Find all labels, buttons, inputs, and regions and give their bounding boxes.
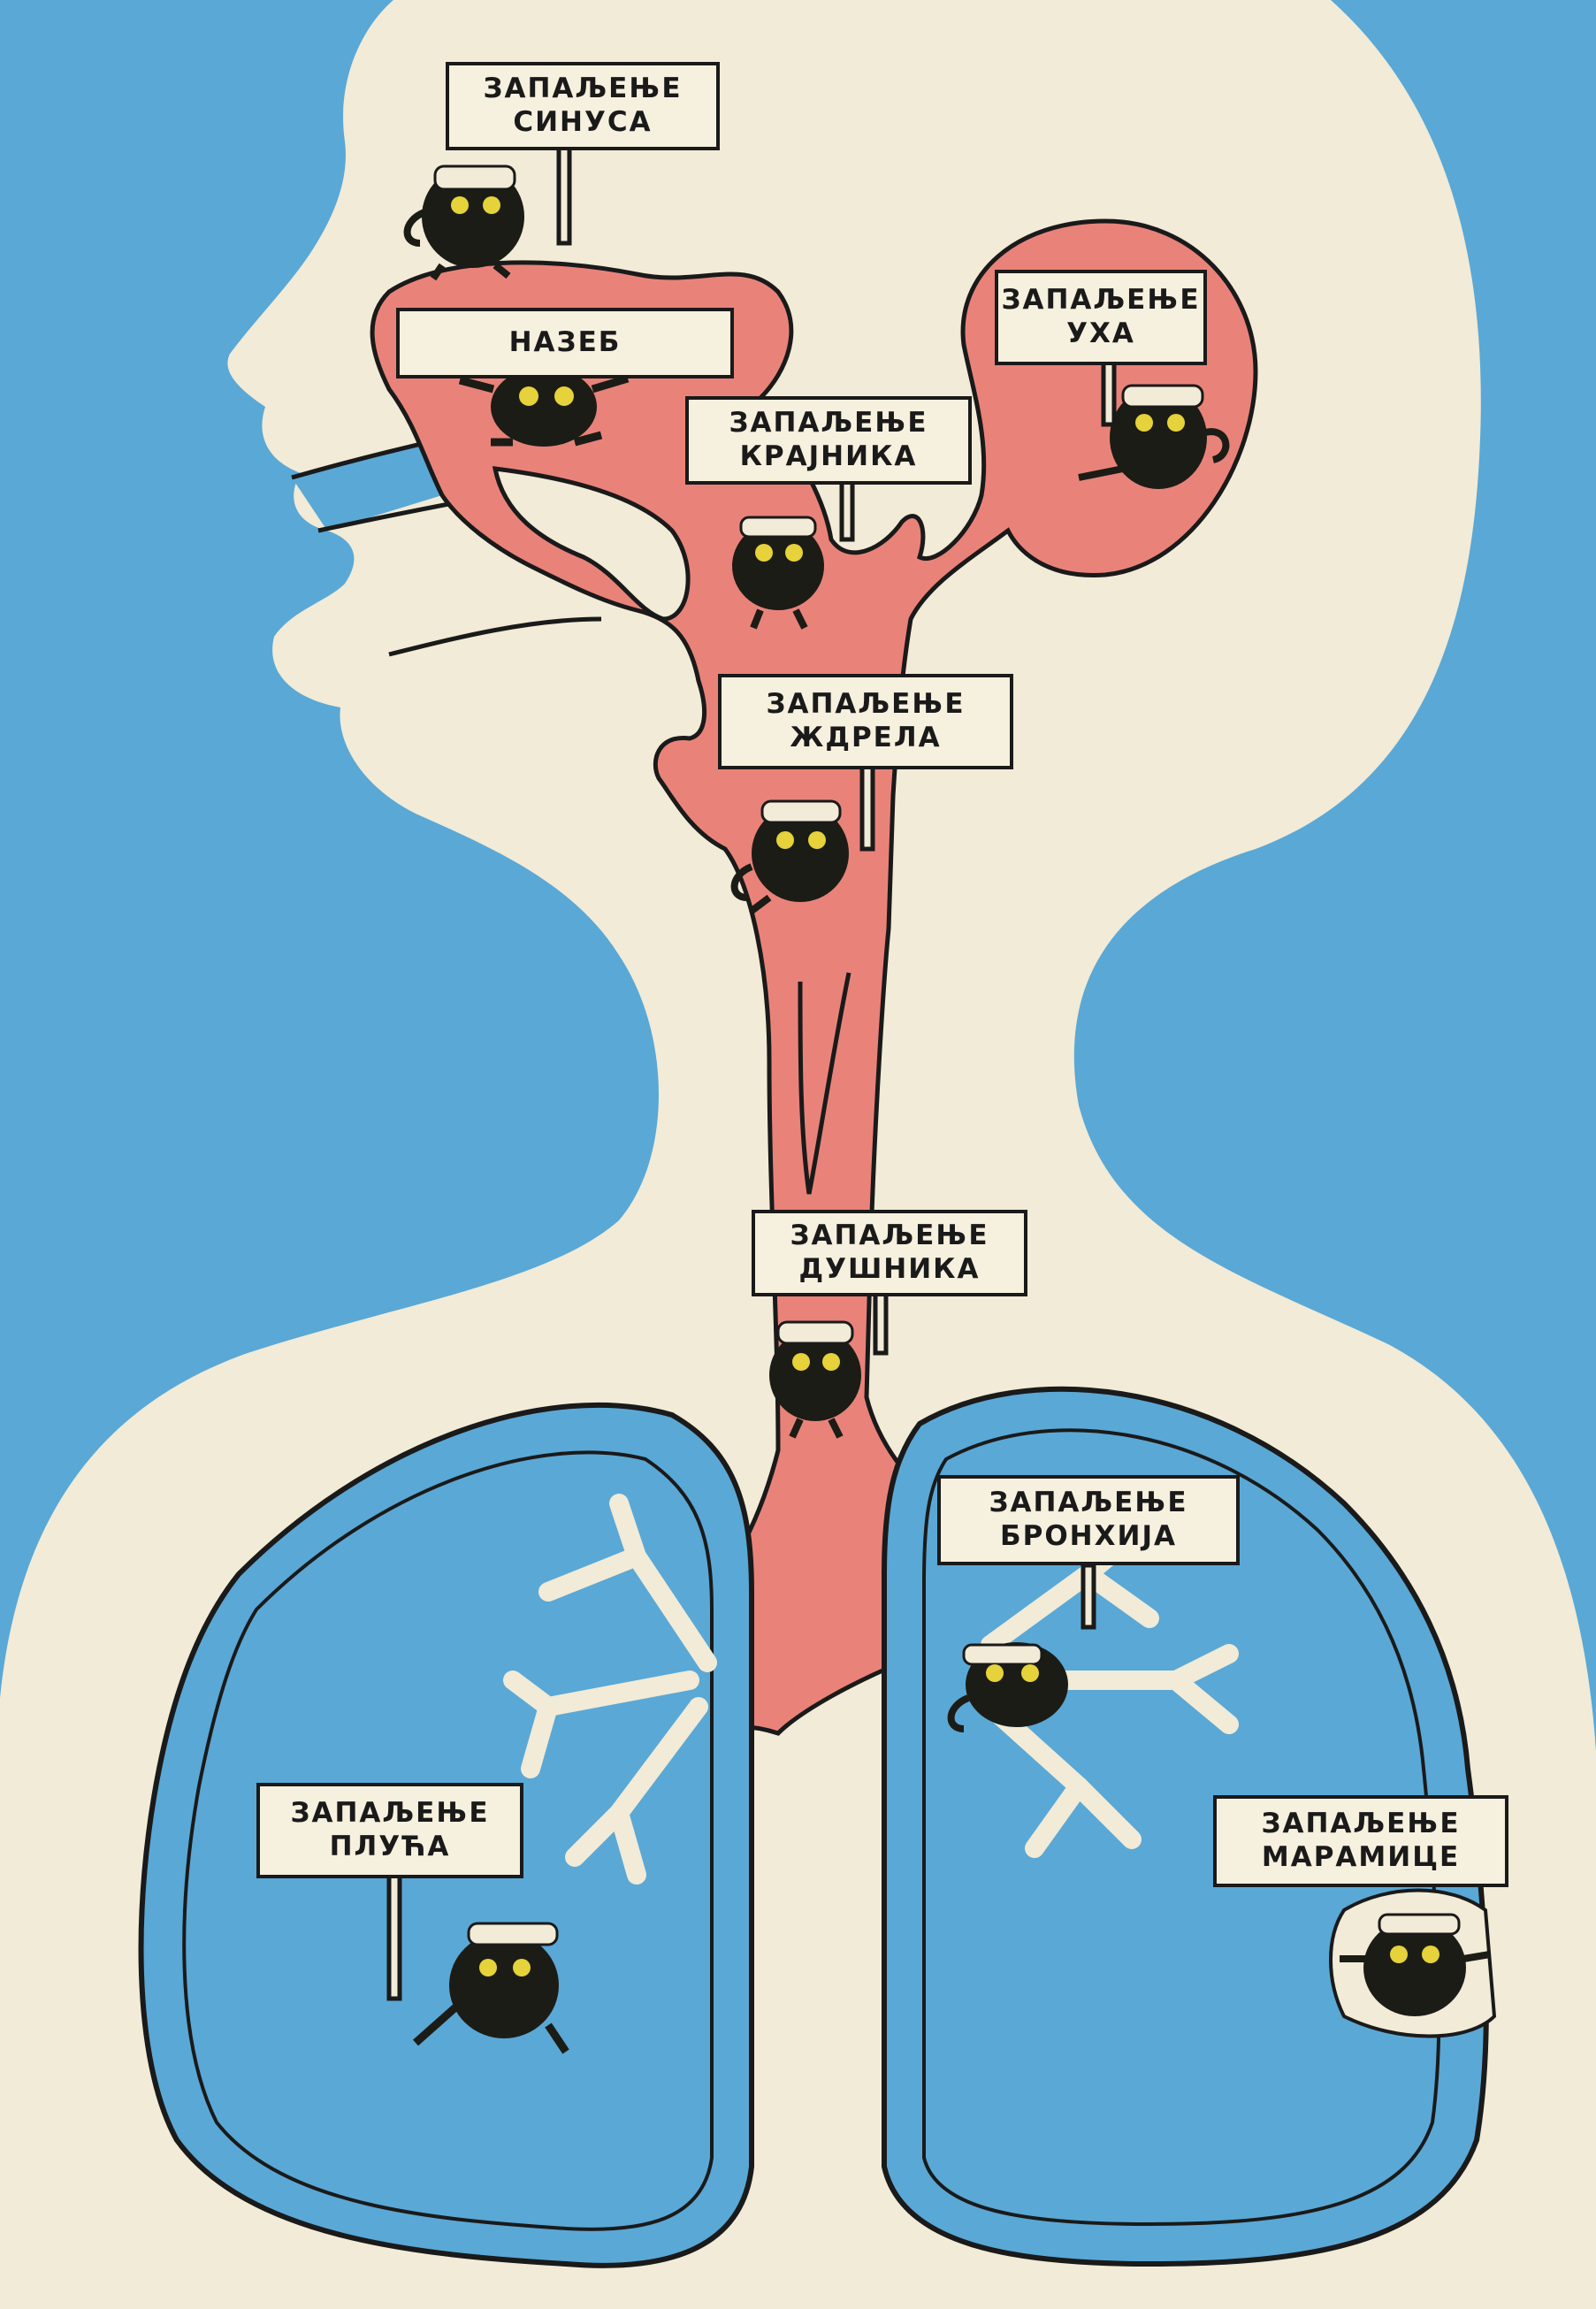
label-lungs-line2: ПЛУЋА — [330, 1831, 451, 1864]
label-bronchi-line1: ЗАПАЉЕЊЕ — [989, 1487, 1187, 1520]
label-trachea: ЗАПАЉЕЊЕ ДУШНИКА — [752, 1210, 1027, 1296]
label-tonsils: ЗАПАЉЕЊЕ КРАЈНИКА — [685, 396, 972, 485]
label-pleura-line1: ЗАПАЉЕЊЕ — [1261, 1808, 1460, 1841]
label-sinus-line2: СИНУСА — [513, 106, 652, 140]
label-cold-line1: НАЗЕБ — [509, 326, 622, 360]
label-bronchi: ЗАПАЉЕЊЕ БРОНХИЈА — [937, 1475, 1240, 1565]
label-pharynx: ЗАПАЉЕЊЕ ЖДРЕЛА — [718, 674, 1013, 769]
label-bronchi-line2: БРОНХИЈА — [1000, 1520, 1177, 1554]
label-lungs-line1: ЗАПАЉЕЊЕ — [290, 1797, 489, 1831]
label-tonsils-line2: КРАЈНИКА — [740, 440, 918, 474]
label-pleura: ЗАПАЉЕЊЕ МАРАМИЦЕ — [1213, 1795, 1508, 1887]
label-ear-line2: УХА — [1066, 317, 1135, 351]
label-sinus-line1: ЗАПАЉЕЊЕ — [483, 73, 682, 106]
label-lungs: ЗАПАЉЕЊЕ ПЛУЋА — [256, 1783, 523, 1878]
label-pharynx-line2: ЖДРЕЛА — [790, 722, 941, 755]
label-trachea-line1: ЗАПАЉЕЊЕ — [790, 1219, 989, 1253]
label-ear-line1: ЗАПАЉЕЊЕ — [1001, 284, 1200, 317]
label-ear: ЗАПАЉЕЊЕ УХА — [995, 270, 1207, 365]
label-trachea-line2: ДУШНИКА — [798, 1253, 980, 1287]
label-pleura-line2: МАРАМИЦЕ — [1262, 1841, 1460, 1875]
label-pharynx-line1: ЗАПАЉЕЊЕ — [766, 688, 965, 722]
label-sinus: ЗАПАЉЕЊЕ СИНУСА — [446, 62, 720, 150]
label-tonsils-line1: ЗАПАЉЕЊЕ — [729, 407, 928, 440]
label-cold: НАЗЕБ — [396, 308, 734, 378]
